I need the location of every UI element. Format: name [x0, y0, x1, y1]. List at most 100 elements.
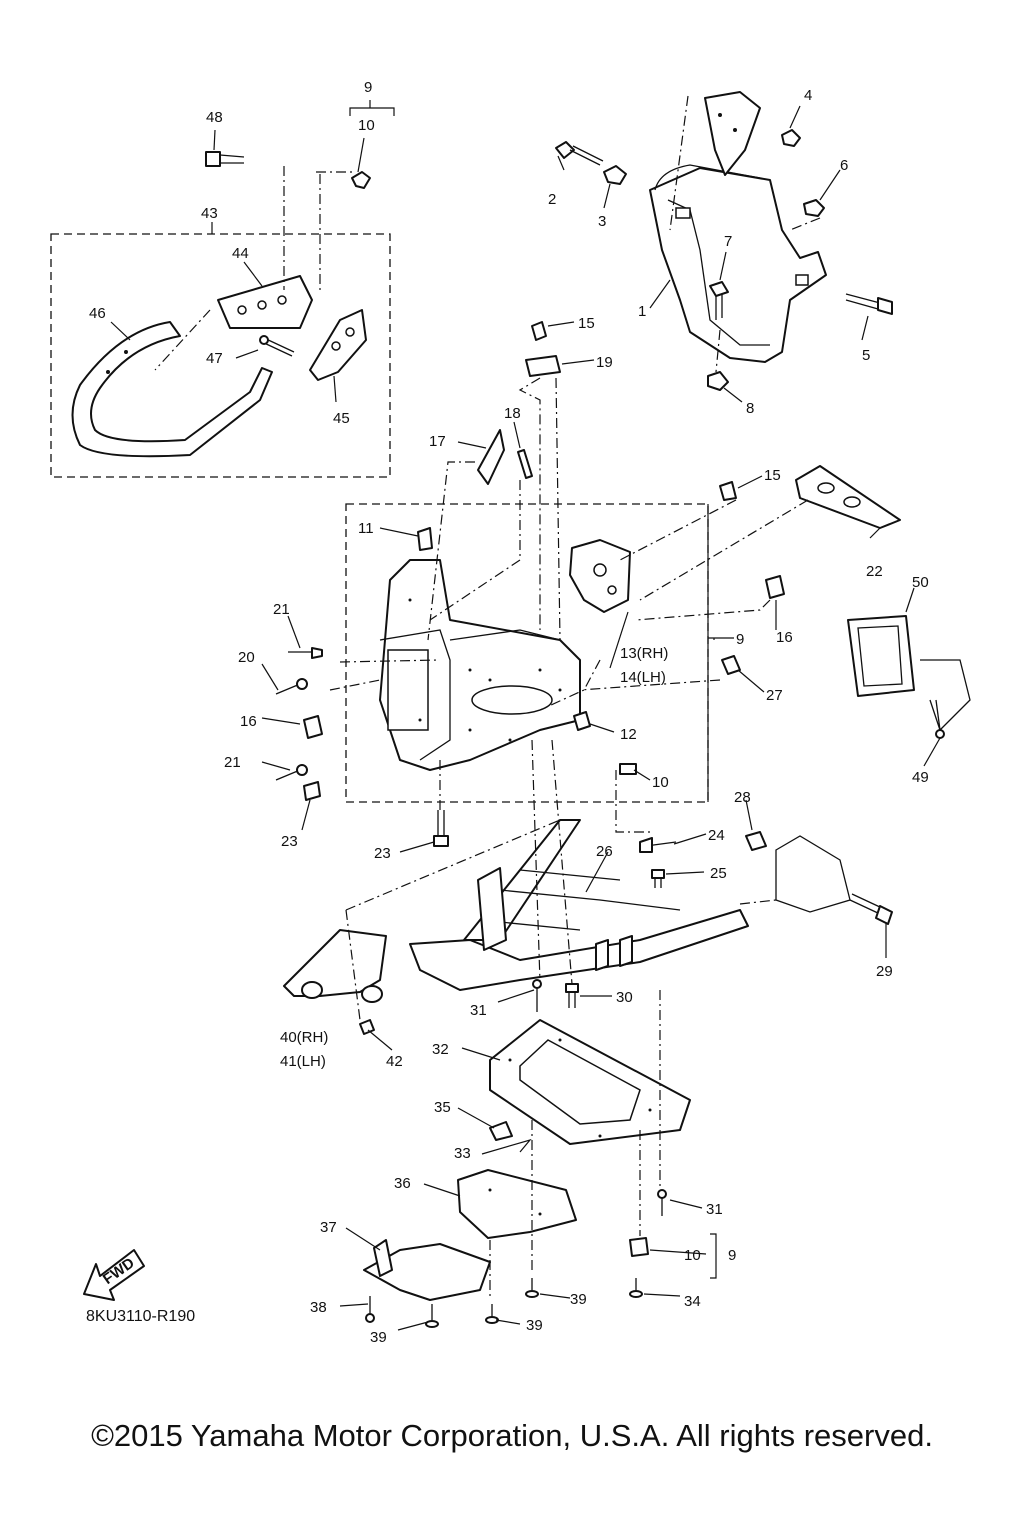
- callout-39-a: 39: [570, 1291, 587, 1308]
- callout-labels: 9 10 48 43 44 46 47 45 4 2 3 6 7 1 5 8 1…: [89, 79, 929, 1346]
- callout-16-b: 16: [240, 713, 257, 730]
- bolt-part-48: [205, 151, 245, 167]
- callout-5: 5: [862, 347, 870, 364]
- bracket-part-44: [217, 275, 313, 329]
- screw-part-39-c: [525, 1278, 539, 1298]
- fwd-arrow-icon: FWD: [83, 1249, 145, 1301]
- callout-18: 18: [504, 405, 521, 422]
- callout-50: 50: [912, 574, 929, 591]
- rivet-part-21-b: [275, 764, 308, 781]
- callout-31-a: 31: [470, 1002, 487, 1019]
- diagram-code: 8KU3110-R190: [86, 1308, 196, 1325]
- bolt-part-15-a: [531, 321, 547, 341]
- strip-part-18: [517, 449, 533, 479]
- callout-40: 40(RH): [280, 1029, 328, 1046]
- callout-32: 32: [432, 1041, 449, 1058]
- callout-46: 46: [89, 305, 106, 322]
- bolt-part-2: [555, 141, 604, 166]
- front-guard-part-1: [649, 91, 827, 363]
- damper-part-16-a: [765, 575, 785, 599]
- callout-7: 7: [724, 233, 732, 250]
- callout-21-a: 21: [273, 601, 290, 618]
- callout-36: 36: [394, 1175, 411, 1192]
- screw-part-39-a: [425, 1304, 439, 1328]
- guard-tube-part-46: [71, 321, 273, 458]
- bolt-part-7: [709, 281, 729, 320]
- clip-part-10-bot: [629, 1237, 649, 1257]
- leader-lines: [110, 100, 941, 1331]
- clip-part-10-top: [351, 171, 371, 189]
- callout-10-top: 10: [358, 117, 375, 134]
- callout-42: 42: [386, 1053, 403, 1070]
- bolt-part-42: [359, 1019, 375, 1035]
- nut-part-4: [781, 129, 801, 147]
- callout-22: 22: [866, 563, 883, 580]
- nut-part-3: [603, 165, 627, 185]
- callout-20: 20: [238, 649, 255, 666]
- hinge-part-13-14: [569, 539, 631, 613]
- bracket-part-19: [525, 355, 561, 377]
- bolt-part-25: [651, 869, 665, 888]
- callout-15-b: 15: [764, 467, 781, 484]
- callout-23-b: 23: [374, 845, 391, 862]
- nut-part-27: [721, 655, 741, 675]
- callout-2: 2: [548, 191, 556, 208]
- rivet-part-21-a: [288, 647, 323, 659]
- callout-27: 27: [766, 687, 783, 704]
- callout-9-top: 9: [364, 79, 372, 96]
- callout-48: 48: [206, 109, 223, 126]
- bolt-part-15-b: [719, 481, 737, 501]
- callout-11: 11: [358, 520, 374, 537]
- assembly-43-box: [50, 233, 391, 478]
- callout-17: 17: [429, 433, 446, 450]
- bolt-part-23-b: [433, 810, 449, 847]
- callout-45: 45: [333, 410, 350, 427]
- clip-part-35: [489, 1121, 513, 1141]
- rivet-part-49: [935, 699, 945, 739]
- callout-39-b: 39: [526, 1317, 543, 1334]
- callout-33: 33: [454, 1145, 471, 1162]
- callout-49: 49: [912, 769, 929, 786]
- panel-part-50: [847, 615, 971, 732]
- copyright-notice: ©2015 Yamaha Motor Corporation, U.S.A. A…: [91, 1418, 933, 1453]
- callout-8: 8: [746, 400, 754, 417]
- callout-6: 6: [840, 157, 848, 174]
- callout-38: 38: [310, 1299, 327, 1316]
- callout-37: 37: [320, 1219, 337, 1236]
- callout-30: 30: [616, 989, 633, 1006]
- assembly-lines: [154, 95, 821, 1300]
- rivet-part-31-a: [532, 979, 542, 1012]
- callout-14: 14(LH): [620, 669, 666, 686]
- callout-29: 29: [876, 963, 893, 980]
- callout-10-bot: 10: [684, 1247, 701, 1264]
- callout-1: 1: [638, 303, 646, 320]
- skid-plate-part-32: [489, 1019, 691, 1145]
- callout-23-a: 23: [281, 833, 298, 850]
- callout-28: 28: [734, 789, 751, 806]
- callout-35: 35: [434, 1099, 451, 1116]
- callout-39-c: 39: [370, 1329, 387, 1346]
- callout-4: 4: [804, 87, 812, 104]
- callout-21-b: 21: [224, 754, 241, 771]
- rivet-part-20: [275, 678, 308, 695]
- callout-26: 26: [596, 843, 613, 860]
- rivet-part-31-b: [657, 1189, 667, 1216]
- bolt-part-29: [775, 835, 893, 925]
- callout-24: 24: [708, 827, 725, 844]
- callout-9-mid: 9: [736, 631, 744, 648]
- screw-part-34: [629, 1278, 643, 1298]
- callout-13: 13(RH): [620, 645, 668, 662]
- nut-part-8: [707, 371, 729, 391]
- front-frame-assembly: [379, 559, 581, 771]
- bolt-part-23-a: [303, 781, 321, 801]
- callout-19: 19: [596, 354, 613, 371]
- bolt-part-30: [565, 983, 579, 1008]
- bracket-part-45: [309, 309, 367, 381]
- callout-12: 12: [620, 726, 637, 743]
- main-frame-part-26: [409, 819, 749, 991]
- damper-part-16-b: [303, 715, 323, 739]
- nut-part-28: [745, 831, 767, 851]
- mount-part-40-41: [283, 929, 387, 1003]
- clip-part-10-mid: [619, 763, 637, 775]
